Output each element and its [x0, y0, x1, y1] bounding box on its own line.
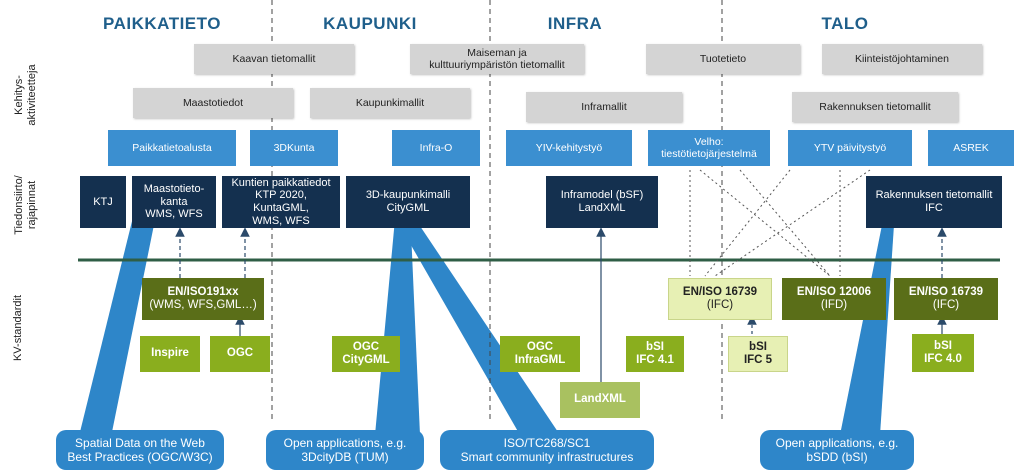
navy-box-maastotietokanta: Maastotieto- kanta WMS, WFS	[132, 176, 216, 228]
callout-tail-open1	[375, 208, 420, 435]
blue-box-velho: Velho: tiestötietojärjestelmä	[648, 130, 770, 166]
dotted-connections	[689, 169, 871, 277]
row-label-dev: Kehitys- aktiviteetteja	[13, 64, 39, 126]
std-iso16739-b: EN/ISO 16739 (IFC)	[894, 278, 998, 320]
std-iso16739-b-title: EN/ISO 16739	[908, 285, 984, 298]
grey-box-maasto: Maastotiedot	[133, 88, 293, 118]
column-title-paikkatieto: PAIKKATIETO	[103, 14, 221, 33]
std-bsi-ifc5: bSI IFC 5	[728, 336, 788, 372]
grey-box-kaava: Kaavan tietomallit	[194, 44, 354, 74]
callout-open-apps-3dcitydb: Open applications, e.g. 3DcityDB (TUM)	[266, 430, 424, 470]
row-label-transfer: Tiedonsiirto/ rajapinnat	[13, 175, 39, 235]
std-bsi-ifc40: bSI IFC 4.0	[912, 334, 974, 372]
column-title-talo: TALO	[821, 14, 869, 33]
callout-spatial-data: Spatial Data on the Web Best Practices (…	[56, 430, 224, 470]
callout-tail-spatial	[80, 205, 158, 432]
navy-box-inframodel: Inframodel (bSF) LandXML	[546, 176, 658, 228]
std-iso16739-a-sub: (IFC)	[706, 299, 734, 311]
grey-box-maisema: Maiseman ja kulttuuriympäristön tietomal…	[410, 44, 584, 74]
std-inspire: Inspire	[140, 336, 200, 372]
std-ogc: OGC	[210, 336, 270, 372]
blue-box-asrek: ASREK	[928, 130, 1014, 166]
std-ogc-infragml: OGC InfraGML	[500, 336, 580, 372]
callout-tail-open2	[840, 210, 895, 435]
grey-box-tuote: Tuotetieto	[646, 44, 800, 74]
std-iso16739-b-sub: (IFC)	[932, 299, 960, 311]
std-iso12006-title: EN/ISO 12006	[796, 285, 872, 298]
grey-box-infra: Inframallit	[526, 92, 682, 122]
grey-box-rakennus: Rakennuksen tietomallit	[792, 92, 958, 122]
callout-iso-tc268: ISO/TC268/SC1 Smart community infrastruc…	[440, 430, 654, 470]
blue-box-3dkunta: 3DKunta	[250, 130, 338, 166]
callout-open-apps-bsdd: Open applications, e.g. bSDD (bSI)	[760, 430, 914, 470]
blue-box-ytv: YTV päivitystyö	[788, 130, 912, 166]
std-ogc-citygml: OGC CityGML	[332, 336, 400, 372]
std-bsi-ifc41: bSI IFC 4.1	[626, 336, 684, 372]
column-title-kaupunki: KAUPUNKI	[323, 14, 417, 33]
blue-box-infra-o: Infra-O	[392, 130, 480, 166]
std-iso191xx-title: EN/ISO191xx	[167, 285, 239, 298]
std-iso191xx: EN/ISO191xx (WMS, WFS,GML…)	[142, 278, 264, 320]
blue-box-yiv: YIV-kehitystyö	[506, 130, 632, 166]
navy-box-kuntien: Kuntien paikkatiedot KTP 2020, KuntaGML,…	[222, 176, 340, 228]
std-iso12006: EN/ISO 12006 (IFD)	[782, 278, 886, 320]
navy-box-ktj: KTJ	[80, 176, 126, 228]
blue-box-paikkatietoalusta: Paikkatietoalusta	[108, 130, 236, 166]
navy-box-citygml3d: 3D-kaupunkimalli CityGML	[346, 176, 470, 228]
column-title-infra: INFRA	[547, 14, 603, 33]
std-iso16739-a: EN/ISO 16739 (IFC)	[668, 278, 772, 320]
row-label-standards: KV-standardit	[12, 294, 24, 362]
callout-tail-isotc	[400, 226, 560, 435]
std-iso16739-a-title: EN/ISO 16739	[682, 285, 758, 298]
navy-box-rakennus-ifc: Rakennuksen tietomallit IFC	[866, 176, 1002, 228]
std-landxml: LandXML	[560, 382, 640, 418]
std-iso12006-sub: (IFD)	[820, 299, 848, 311]
grey-box-kiinteisto: Kiinteistöjohtaminen	[822, 44, 982, 74]
std-iso191xx-sub: (WMS, WFS,GML…)	[149, 299, 257, 311]
grey-box-kaupunki: Kaupunkimallit	[310, 88, 470, 118]
